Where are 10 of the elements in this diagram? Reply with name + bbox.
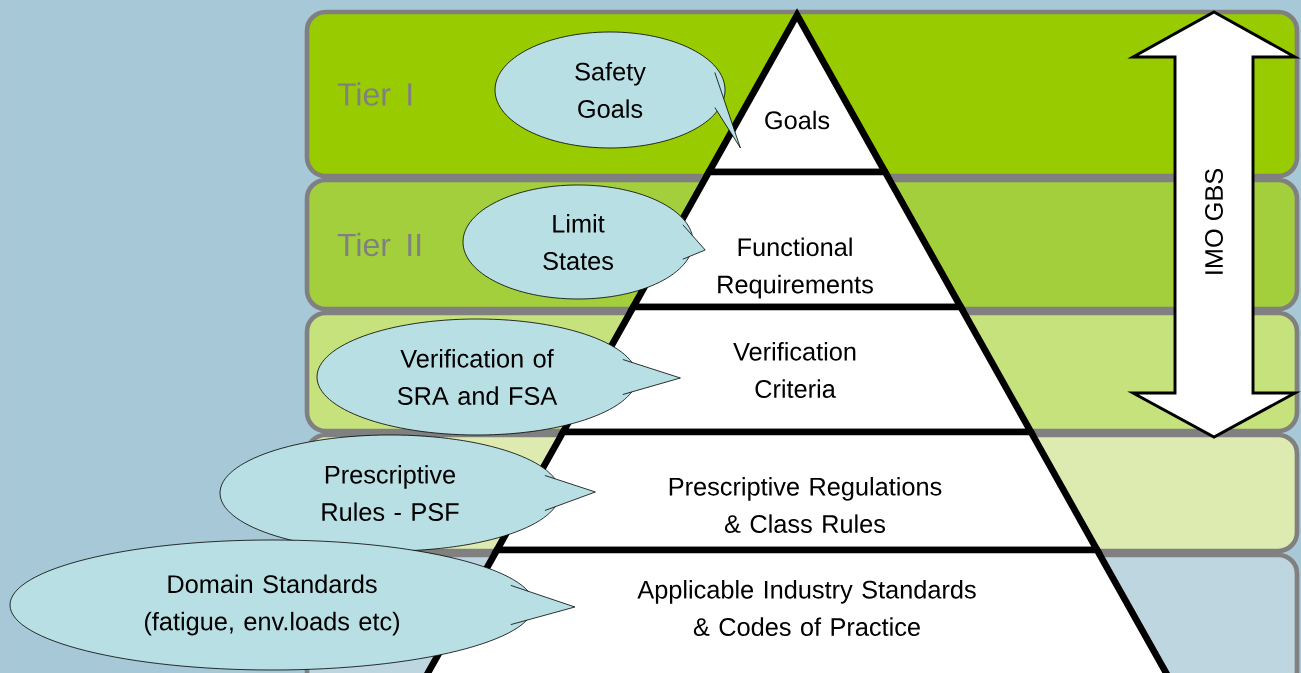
speech-bubble: Domain Standards (fatigue, env.loads etc): [9, 539, 535, 671]
tier-label: Tier II: [337, 232, 421, 257]
speech-bubble: Verification of SRA and FSA: [316, 318, 638, 436]
speech-bubble: Limit States: [462, 184, 694, 300]
bubble-pointer: [544, 475, 596, 511]
tier-label: Tier I: [337, 82, 412, 106]
bubble-pointer: [622, 359, 681, 395]
bubble-pointer: [510, 585, 576, 625]
speech-bubble: Prescriptive Rules - PSF: [219, 434, 561, 552]
bubble-pointer: [682, 224, 706, 260]
